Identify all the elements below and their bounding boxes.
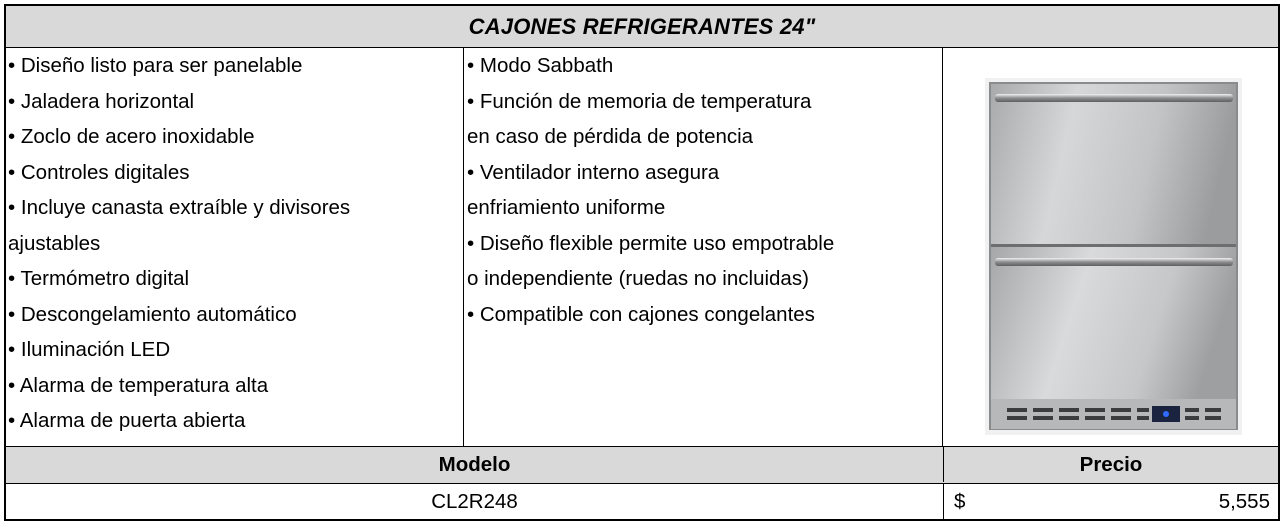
product-sheet: CAJONES REFRIGERANTES 24" • Diseño listo… <box>4 4 1280 521</box>
table-header-row: Modelo Precio <box>6 446 1278 484</box>
features-right-column: • Modo Sabbath • Función de memoria de t… <box>465 48 943 446</box>
feature-line: enfriamiento uniforme <box>467 196 666 219</box>
title-bar: CAJONES REFRIGERANTES 24" <box>6 6 1278 48</box>
feature-line: o independiente (ruedas no incluidas) <box>467 267 809 290</box>
feature-line: ajustables <box>8 231 101 255</box>
table-row: CL2R248 $ 5,555 <box>6 484 1278 519</box>
feature-line: en caso de pérdida de potencia <box>467 125 754 148</box>
feature-line: • Descongelamiento automático <box>8 302 297 326</box>
feature-line: • Termómetro digital <box>8 267 190 290</box>
feature-line: • Jaladera horizontal <box>8 89 195 113</box>
features-right-list: • Modo Sabbath • Función de memoria de t… <box>465 48 942 332</box>
feature-line: • Alarma de puerta abierta <box>8 409 246 432</box>
feature-line: • Diseño listo para ser panelable <box>8 54 303 77</box>
feature-line: • Iluminación LED <box>8 338 171 361</box>
model-value: CL2R248 <box>6 484 944 519</box>
feature-line: • Ventilador interno asegura <box>467 160 720 184</box>
refrigerator-drawers-icon <box>985 78 1242 435</box>
price-cell: $ 5,555 <box>944 484 1278 519</box>
feature-line: • Modo Sabbath <box>467 54 614 77</box>
currency-symbol: $ <box>954 490 966 513</box>
feature-line: • Controles digitales <box>8 160 190 184</box>
product-image-cell <box>944 48 1278 446</box>
feature-line: • Incluye canasta extraíble y divisores <box>8 196 351 219</box>
price-value: 5,555 <box>1218 490 1270 513</box>
feature-line: • Alarma de temperatura alta <box>8 373 269 397</box>
price-header: Precio <box>1079 453 1143 476</box>
feature-line: • Función de memoria de temperatura <box>467 89 812 113</box>
feature-line: • Diseño flexible permite uso empotrable <box>467 231 835 255</box>
sheet-title: CAJONES REFRIGERANTES 24" <box>468 13 816 39</box>
model-header: Modelo <box>6 447 944 482</box>
features-left-list: • Diseño listo para ser panelable • Jala… <box>6 48 463 439</box>
feature-line: • Compatible con cajones congelantes <box>467 302 815 326</box>
feature-line: • Zoclo de acero inoxidable <box>8 125 255 148</box>
features-left-column: • Diseño listo para ser panelable • Jala… <box>6 48 464 446</box>
